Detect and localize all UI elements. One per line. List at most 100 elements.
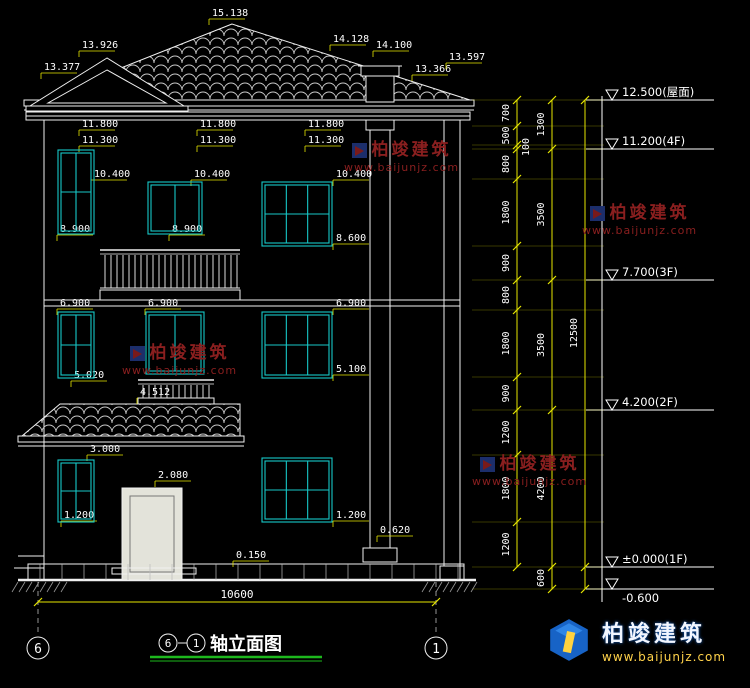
elevation-mark: 15.138	[212, 8, 248, 19]
overall-width: 10600	[220, 588, 253, 601]
elevation-mark: 11.300	[82, 135, 118, 146]
brand-icon	[550, 619, 588, 661]
dim-segment: 900	[501, 384, 512, 402]
dim-segment: 1200	[501, 532, 512, 556]
dim-segment: 800	[501, 286, 512, 304]
watermark-name: 柏竣建筑	[609, 203, 690, 223]
axis-label-right: 1	[432, 642, 440, 657]
window	[57, 311, 95, 379]
dim-segment: 1300	[536, 112, 547, 136]
axis-bubble-right	[424, 636, 448, 660]
title-axis-left: 6	[165, 637, 172, 650]
elevation-mark: 11.300	[200, 135, 236, 146]
elevation-mark: 13.366	[415, 64, 451, 75]
elevation-mark: 13.926	[82, 40, 118, 51]
watermark-url: www.baijunjz.com	[122, 363, 238, 377]
pent-roof	[20, 403, 241, 437]
elevation-mark: 11.800	[200, 119, 236, 130]
elevation-mark: 13.377	[44, 62, 80, 73]
elevation-mark: 6.900	[336, 298, 366, 309]
watermark-name: 柏竣建筑	[499, 454, 580, 474]
dim-segment: 1800	[501, 331, 512, 355]
watermark-name: 柏竣建筑	[149, 343, 230, 363]
level-label: 12.500(屋面)	[622, 85, 694, 99]
dim-segment: 4200	[536, 476, 547, 500]
title-text: 轴立面图	[210, 633, 282, 655]
window	[261, 457, 333, 523]
door-step	[111, 567, 197, 575]
elevation-mark: 8.900	[172, 224, 202, 235]
bottom-annotation: 10600 6 1 6 1 轴立面图 12500	[26, 318, 580, 662]
watermark: 柏竣建筑 www.baijunjz.com	[582, 203, 698, 237]
dim-segment: 1200	[501, 420, 512, 444]
elevation-mark: 14.100	[376, 40, 412, 51]
watermark-icon	[129, 346, 145, 362]
axis-bubble-left	[26, 636, 50, 660]
elevation-mark: 1.200	[336, 510, 366, 521]
window	[57, 149, 95, 235]
chimney	[358, 65, 402, 103]
brand-name: 柏竣建筑	[602, 622, 707, 647]
dim-segment: 3500	[536, 202, 547, 226]
watermark-url: www.baijunjz.com	[472, 474, 588, 488]
watermark-icon	[351, 143, 367, 159]
roof-fascia	[23, 99, 475, 107]
elevation-mark: 10.400	[336, 169, 372, 180]
window	[145, 311, 205, 375]
title-axis-right: 1	[193, 637, 200, 650]
elevation-mark: 13.597	[449, 52, 485, 63]
watermark: 柏竣建筑 www.baijunjz.com	[472, 454, 588, 488]
brand-logo: 柏竣建筑 www.baijunjz.com	[546, 616, 726, 664]
watermark-url: www.baijunjz.com	[582, 223, 698, 237]
dim-segment: 900	[501, 254, 512, 272]
watermark-icon	[479, 457, 495, 473]
elevation-mark: 3.000	[90, 444, 120, 455]
plinth	[27, 563, 465, 581]
elevation-mark: 11.300	[308, 135, 344, 146]
elevation-mark: 8.600	[336, 233, 366, 244]
dim-segment: 1800	[501, 476, 512, 500]
dim-segment: 600	[536, 569, 547, 587]
axis-label-left: 6	[34, 642, 42, 657]
dim-segment: 3500	[536, 333, 547, 357]
elevation-mark: 0.620	[380, 525, 410, 536]
elevation-mark: 10.400	[94, 169, 130, 180]
window	[261, 181, 333, 247]
level-label: -0.600	[622, 591, 659, 605]
elevation-mark: 14.128	[333, 34, 369, 45]
watermark-name: 柏竣建筑	[371, 140, 452, 160]
level-label: 11.200(4F)	[622, 134, 685, 148]
elevation-mark: 6.900	[148, 298, 178, 309]
watermark: 柏竣建筑 www.baijunjz.com	[122, 343, 238, 377]
drawing-title: 6 1 轴立面图	[150, 633, 322, 662]
entrance-door	[121, 487, 183, 581]
dim-segment: 800	[501, 155, 512, 173]
column	[362, 119, 398, 563]
total-height-dim: 12500	[569, 318, 580, 348]
elevation-mark: 10.400	[194, 169, 230, 180]
dim-segment: 100	[521, 138, 532, 156]
window	[147, 181, 203, 235]
elevation-mark: 2.080	[158, 470, 188, 481]
level-label: ±0.000(1F)	[622, 552, 687, 566]
brand-url: www.baijunjz.com	[602, 650, 727, 664]
elevation-mark: 5.100	[336, 364, 366, 375]
elevation-mark: 8.900	[60, 224, 90, 235]
watermark-url: www.baijunjz.com	[344, 160, 460, 174]
wall-outline	[43, 119, 461, 581]
elevation-mark: 11.800	[82, 119, 118, 130]
dim-segment: 700	[501, 104, 512, 122]
level-label: 4.200(2F)	[622, 395, 678, 409]
window	[261, 311, 333, 379]
dim-segment: 1800	[501, 200, 512, 224]
elevation-mark: 11.800	[308, 119, 344, 130]
elevation-mark: 0.150	[236, 550, 266, 561]
building-elevation	[14, 23, 476, 582]
dim-segment: 500	[501, 126, 512, 144]
level-label: 7.700(3F)	[622, 265, 678, 279]
window	[57, 459, 95, 523]
watermark-icon	[589, 206, 605, 222]
